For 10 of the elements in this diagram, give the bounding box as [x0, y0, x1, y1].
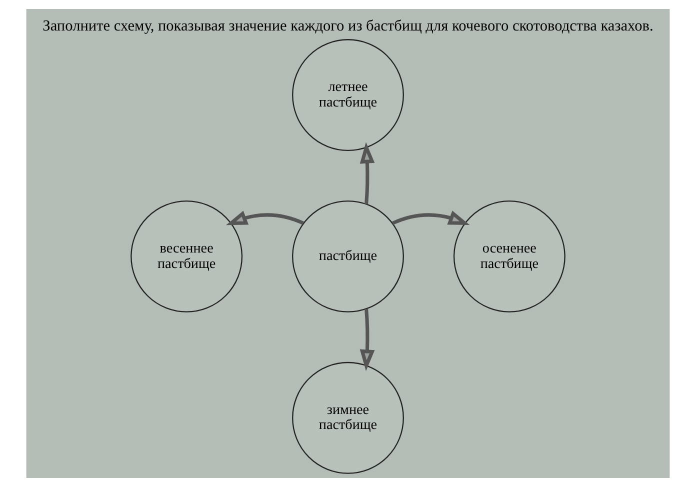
diagram-title: Заполните схему, показывая значение каждого из бастбищ для кочевого скотоводства казахов.	[42, 17, 653, 34]
node-circle: осененее пастбище	[452, 200, 565, 312]
arrow	[359, 308, 374, 370]
node-circle: зимнее пастбище	[292, 361, 404, 474]
arrow	[391, 210, 470, 225]
arrow	[359, 142, 374, 204]
node-circle: пастбище	[292, 200, 404, 312]
node-circle: весеннее пастбище	[130, 200, 242, 312]
arrow	[226, 210, 304, 225]
node-circle: летнее пастбище	[292, 38, 404, 150]
